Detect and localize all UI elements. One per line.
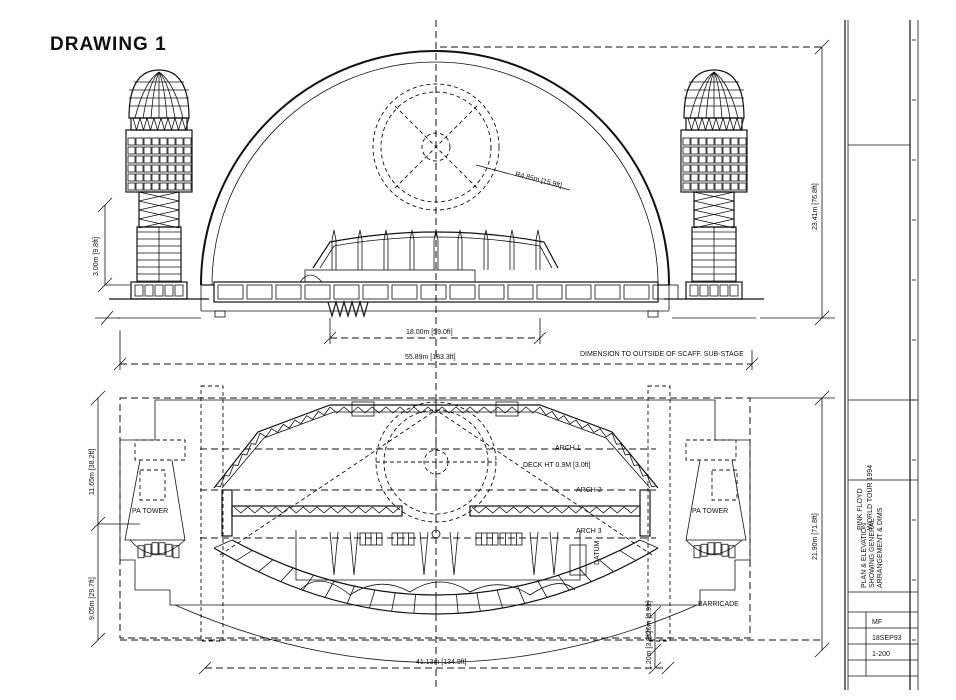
dome-arc <box>200 50 670 286</box>
front-gap-lower: 1.20m [3.9ft] <box>646 631 653 670</box>
arch-3-label: ARCH 3 <box>576 528 602 535</box>
datum-label: DATUM <box>594 540 601 565</box>
mirror-ball-elevation <box>372 83 500 211</box>
drawn-by: MF <box>872 619 882 626</box>
stage-canopy <box>312 229 559 270</box>
plan-depth-lower-label: 9.05m [29.7ft] <box>89 577 96 620</box>
project-name: WORLD TOUR 1994 <box>867 465 874 530</box>
drawing-scale: 1-200 <box>872 651 890 658</box>
plan-width-label: 41.13m [134.9ft] <box>416 659 467 666</box>
description-line-3: ARRANGEMENT & DIMS <box>877 507 884 588</box>
front-gap-upper: 1.20m [3.9ft] <box>646 601 653 640</box>
drawing-date: 18SEP93 <box>872 635 902 642</box>
deck-height-label: DECK HT 0.9M [3.0ft] <box>523 462 591 469</box>
right-pa-tower <box>664 69 764 319</box>
stage-span-label: 18.00m [59.0ft] <box>406 329 453 336</box>
pa-tower-right-label: PA TOWER <box>692 508 728 515</box>
description-line-2: SHOWING GENERAL <box>869 518 876 588</box>
radius-label: R4.85m [15.9ft] <box>515 171 563 189</box>
drawing-title: DRAWING 1 <box>50 34 167 55</box>
plan-view <box>119 385 751 663</box>
pa-tower-left-label: PA TOWER <box>132 508 168 515</box>
stage-deck <box>200 269 679 319</box>
scaff-note: DIMENSION TO OUTSIDE OF SCAFF. SUB-STAGE <box>580 351 744 358</box>
client-name: PINK FLOYD <box>857 488 864 530</box>
left-pa-tower <box>109 69 209 319</box>
tower-height-label: 23.41m [76.8ft] <box>812 183 819 230</box>
radius-leader <box>475 164 571 191</box>
title-block <box>844 20 919 690</box>
dome-arc-inner <box>211 61 659 286</box>
plan-depth-upper-label: 11.65m [38.2ft] <box>89 449 96 495</box>
arch-1-label: ARCH 1 <box>555 445 581 452</box>
description-line-1: PLAN & ELEVATION <box>861 523 868 588</box>
tower-width-label: 3.00m [9.8ft] <box>93 237 100 276</box>
plan-depth-total-label: 21.90m [71.8ft] <box>812 513 819 560</box>
arch-2-label: ARCH 2 <box>576 487 602 494</box>
barricade-label: BARRICADE <box>698 601 739 608</box>
overall-width-label: 55.89m [183.3ft] <box>405 354 456 361</box>
